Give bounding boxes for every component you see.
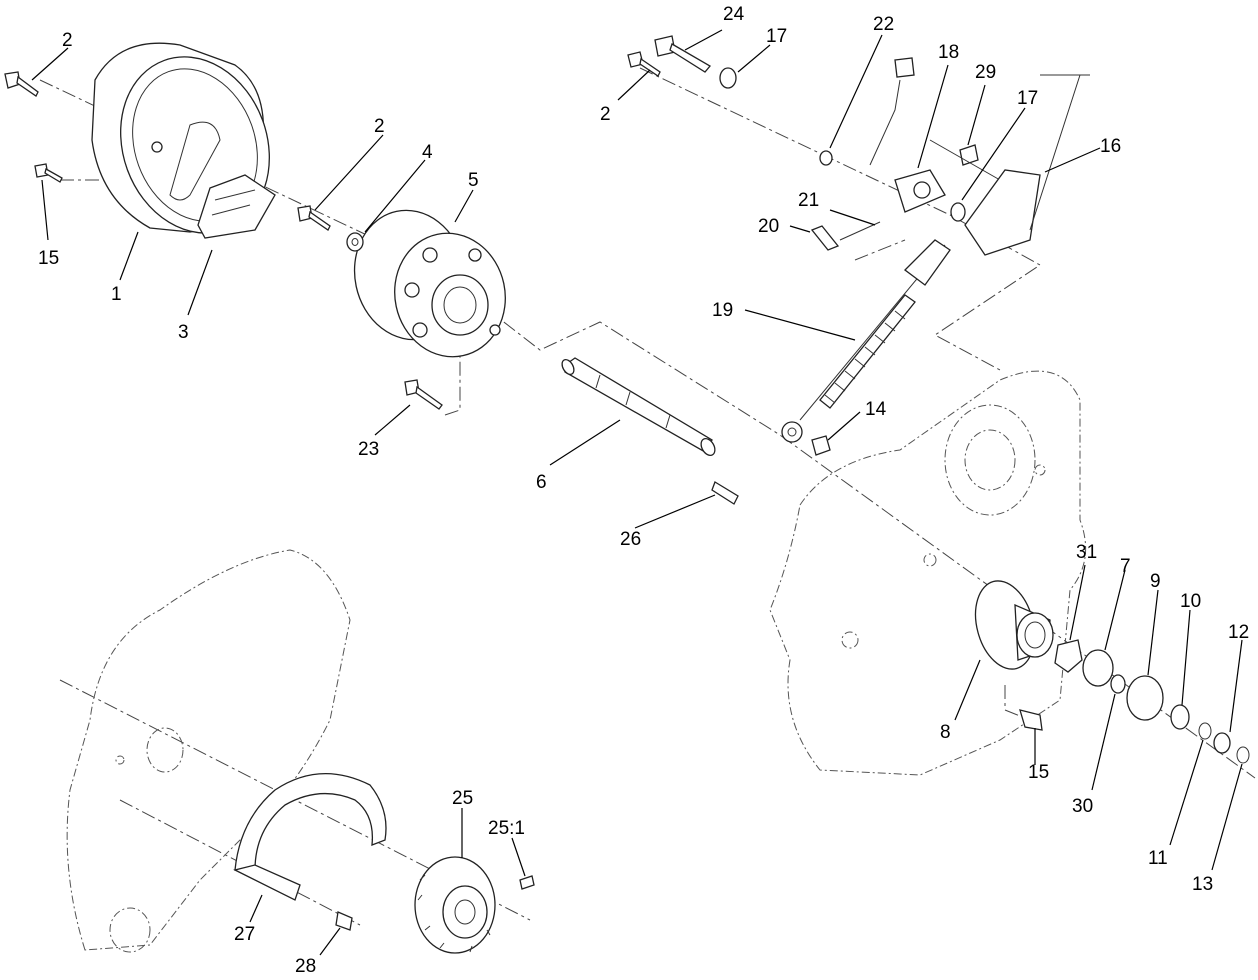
strap-bracket-part-27 [233, 772, 387, 901]
callout-16: 16 [1100, 136, 1121, 157]
callout-9: 9 [1150, 571, 1161, 592]
callout-7: 7 [1120, 556, 1131, 577]
callout-21: 21 [798, 190, 819, 211]
pin-part-20 [810, 225, 840, 251]
callout-11: 11 [1148, 848, 1168, 869]
callout-23: 23 [358, 439, 379, 460]
callout-31: 31 [1076, 542, 1097, 563]
callout-18: 18 [938, 42, 959, 63]
callout-17: 17 [766, 26, 787, 47]
callout-20: 20 [758, 216, 779, 237]
callout-12: 12 [1228, 622, 1249, 643]
callout-26: 26 [620, 529, 641, 550]
callout-3: 3 [178, 322, 189, 343]
linkage-parts [654, 35, 1090, 256]
callout-labels: 2 15 1 3 2 4 5 23 6 26 2 24 17 22 18 29 … [38, 4, 1249, 977]
bolt-part-23 [404, 379, 443, 410]
callout-22: 22 [873, 14, 894, 35]
callout-28: 28 [295, 956, 316, 977]
callout-30: 30 [1072, 796, 1093, 817]
callout-15: 15 [38, 248, 59, 269]
callout-2: 2 [62, 30, 73, 51]
gear-housing-left [66, 549, 351, 953]
bracket-part-3 [197, 174, 276, 239]
bolt-part-28 [335, 911, 353, 931]
callout-2: 2 [600, 104, 611, 125]
callout-25: 25 [452, 788, 473, 809]
washer-part-4 [346, 232, 364, 252]
callout-leader-lines [31, 29, 1243, 956]
callout-29: 29 [975, 62, 996, 83]
callout-5: 5 [468, 170, 479, 191]
drive-stack-parts [1054, 639, 1250, 764]
spring-rod-part-19 [781, 239, 951, 443]
callout-1: 1 [111, 284, 122, 305]
drum-housing-part-1 [91, 42, 270, 234]
callout-24: 24 [723, 4, 745, 25]
callout-8: 8 [940, 722, 951, 743]
bolt-part-15-upper [34, 163, 63, 183]
callout-14: 14 [865, 399, 887, 420]
callout-15: 15 [1028, 762, 1049, 783]
key-part-26 [711, 481, 739, 505]
gear-housing-right [769, 370, 1087, 776]
flange-hub-part-8 [974, 580, 1054, 731]
callout-17: 17 [1017, 88, 1038, 109]
callout-19: 19 [712, 300, 733, 321]
callout-4: 4 [422, 142, 433, 163]
clutch-pulley-part-5 [353, 209, 506, 358]
bolts-part-2 [4, 51, 661, 231]
callout-25-1: 25:1 [488, 818, 525, 839]
callout-13: 13 [1192, 874, 1213, 895]
callout-2: 2 [374, 116, 385, 137]
callout-10: 10 [1180, 591, 1201, 612]
sprocket-part-25 [414, 856, 535, 954]
shaft-part-6 [561, 357, 716, 457]
nut-part-14 [811, 435, 831, 456]
callout-6: 6 [536, 472, 547, 493]
callout-27: 27 [234, 924, 255, 945]
